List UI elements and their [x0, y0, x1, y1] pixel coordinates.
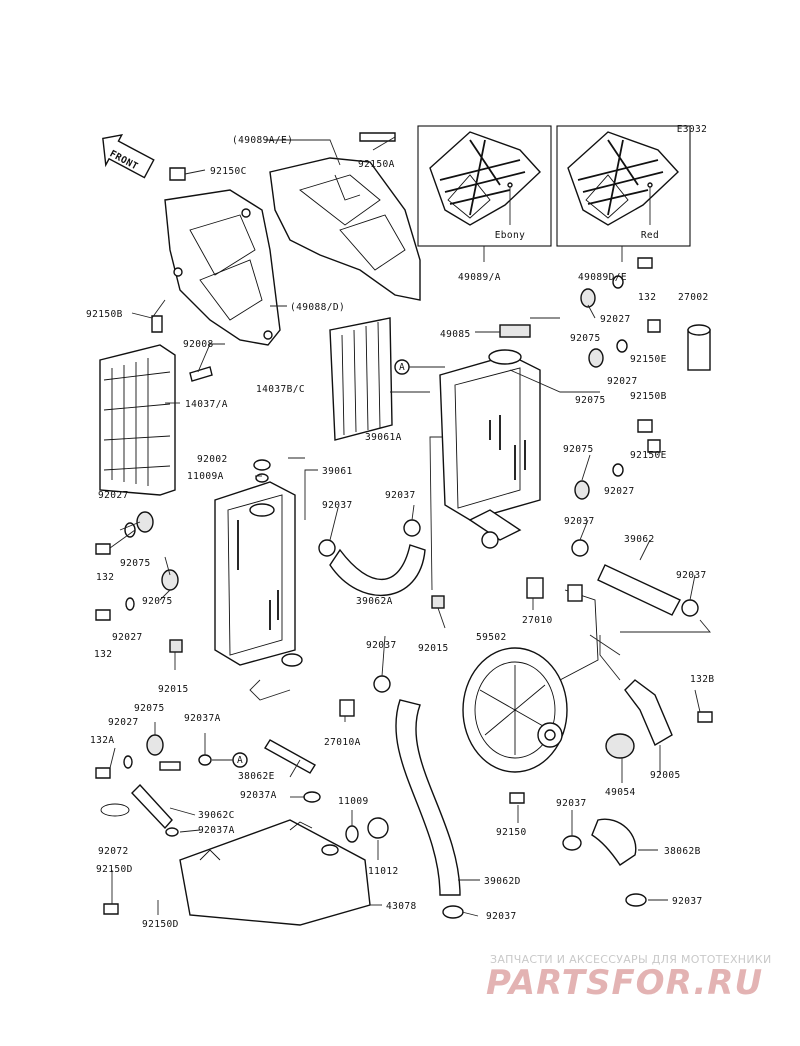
callout: 132: [96, 572, 114, 583]
callout: 132B: [690, 674, 714, 685]
callout: 92015: [158, 684, 189, 695]
callout: 92015: [418, 643, 449, 654]
decal-inset-right: [556, 125, 691, 247]
hose-elbow-92005: [624, 679, 673, 747]
part-number-callouts: (49089A/E) 92150A 92150C 49089/A 49089D/…: [86, 135, 714, 930]
callout: 92075: [575, 395, 606, 406]
callout: 27002: [678, 292, 709, 303]
callout: 132: [638, 292, 656, 303]
ref-marker-lower: A: [212, 752, 248, 768]
hose-38062B: [591, 818, 637, 866]
hose-39062C: [131, 783, 173, 830]
callout: 92027: [98, 490, 129, 501]
callout: 49085: [440, 329, 471, 340]
shroud-right: [269, 157, 421, 301]
callout: 92072: [98, 846, 129, 857]
callout: 92075: [570, 333, 601, 344]
callout: 27010: [522, 615, 553, 626]
callout: 92027: [600, 314, 631, 325]
callout: 27010A: [324, 737, 361, 748]
callout: 92075: [120, 558, 151, 569]
callout: 92150D: [142, 919, 179, 930]
callout: 92150: [496, 827, 527, 838]
callout: 59502: [476, 632, 507, 643]
callout: 132A: [90, 735, 114, 746]
callout: 92037A: [240, 790, 277, 801]
inset-caption-right: Red: [641, 230, 659, 241]
callout: 92037: [556, 798, 587, 809]
callout: 92002: [197, 454, 228, 465]
callout: 49089/A: [458, 272, 501, 283]
callout: 92027: [112, 632, 143, 643]
decal-inset-left: [417, 125, 552, 247]
hose-39062: [597, 564, 681, 616]
callout: 92027: [607, 376, 638, 387]
callout: (49089A/E): [232, 135, 293, 146]
hose-39062A: [329, 544, 426, 597]
radiator-guard-left: [99, 344, 176, 496]
callout: 49089D/E: [578, 272, 627, 283]
callout: 39062A: [356, 596, 393, 607]
callout: 38062B: [664, 846, 701, 857]
callout: 92150A: [358, 159, 395, 170]
callout: 92037: [322, 500, 353, 511]
callout: 92150B: [86, 309, 123, 320]
watermark-subtitle: ЗАПЧАСТИ И АКСЕССУАРЫ ДЛЯ МОТОТЕХНИКИ: [490, 953, 772, 966]
callout: 92037: [385, 490, 416, 501]
callout: 39062C: [198, 810, 235, 821]
cooling-fan: [462, 584, 599, 773]
callout: 39062: [624, 534, 655, 545]
callout: 38062E: [238, 771, 275, 782]
callout: 132: [94, 649, 112, 660]
callout: 92027: [604, 486, 635, 497]
callout: 92150D: [96, 864, 133, 875]
callout: 92005: [650, 770, 681, 781]
callout: 92150B: [630, 391, 667, 402]
radiator-left: [214, 459, 303, 667]
callout: 92150C: [210, 166, 247, 177]
radiator-right: [439, 349, 541, 549]
hose-38062E: [264, 739, 316, 774]
ref-marker-upper: A: [394, 359, 445, 375]
callout: 92075: [142, 596, 173, 607]
leader-lines: [109, 136, 711, 917]
callout: 92037: [672, 896, 703, 907]
callout: 39062D: [484, 876, 521, 887]
callout: 11012: [368, 866, 399, 877]
callout: 92027: [108, 717, 139, 728]
callout: 11009A: [187, 471, 224, 482]
callout: 92150E: [630, 450, 667, 461]
callout: 39061A: [365, 432, 402, 443]
callout: 92037: [564, 516, 595, 527]
watermark-logo: PARTSFOR.RU: [486, 963, 764, 1003]
callout: 92075: [134, 703, 165, 714]
callout: 92037: [366, 640, 397, 651]
svg-text:A: A: [237, 755, 243, 766]
callout: 49054: [605, 787, 636, 798]
callout: 14037/A: [185, 399, 228, 410]
callout: 11009: [338, 796, 369, 807]
radiator-guard-center: [329, 317, 393, 441]
front-arrow-icon: [102, 133, 155, 179]
shroud-left: [164, 189, 281, 346]
callout: 92150E: [630, 354, 667, 365]
callout: 43078: [386, 901, 417, 912]
callout: 14037B/C: [256, 384, 305, 395]
callout: 92037A: [198, 825, 235, 836]
callout: 92037: [676, 570, 707, 581]
callout: 92037A: [184, 713, 221, 724]
callout: 92037: [486, 911, 517, 922]
diagram-ref-code: E3032: [677, 124, 708, 135]
svg-text:A: A: [399, 362, 405, 373]
callout: 92008: [183, 339, 214, 350]
callout: 92075: [563, 444, 594, 455]
callout: 39061: [322, 466, 353, 477]
callout: (49088/D): [290, 302, 345, 313]
hose-39062D: [395, 699, 461, 896]
inset-caption-left: Ebony: [495, 230, 526, 241]
